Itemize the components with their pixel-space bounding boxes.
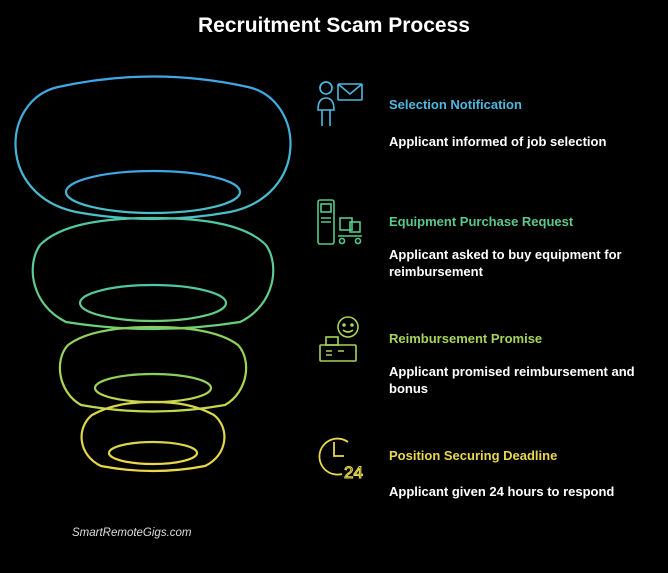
kiosk-boxes-icon: [317, 199, 362, 245]
step-heading-equipment: Equipment Purchase Request: [389, 214, 574, 229]
step-heading-reimbursement: Reimbursement Promise: [389, 331, 543, 346]
step-heading-deadline: Position Securing Deadline: [389, 448, 558, 463]
step-desc-equipment: Applicant asked to buy equipment for rei…: [389, 247, 622, 279]
funnel-tier-reimbursement: [58, 325, 248, 413]
step-heading-selection: Selection Notification: [389, 97, 522, 112]
step-desc-selection: Applicant informed of job selection: [389, 134, 607, 149]
funnel-tier-selection: [14, 75, 292, 221]
clock-24-icon: 24: [318, 437, 363, 483]
step-desc-reimbursement: Applicant promised reimbursement and bon…: [389, 364, 635, 396]
person-envelope-icon: [317, 81, 363, 126]
step-desc-deadline: Applicant given 24 hours to respond: [389, 484, 615, 499]
funnel-tier-deadline: [80, 400, 226, 473]
svg-text:24: 24: [344, 463, 363, 482]
page-title: Recruitment Scam Process: [198, 14, 470, 37]
smiley-cash-register-icon: [319, 316, 359, 362]
funnel-tier-equipment: [31, 216, 275, 331]
watermark: SmartRemoteGigs.com: [72, 527, 192, 539]
